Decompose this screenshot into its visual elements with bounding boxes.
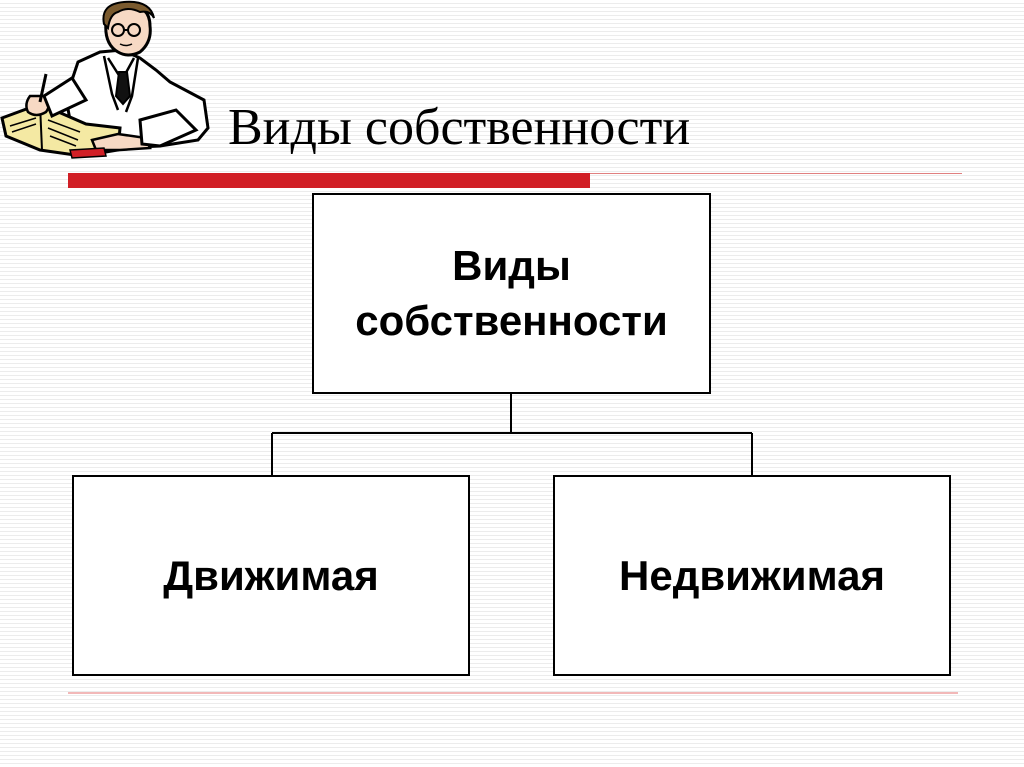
child-node-immovable-label: Недвижимая <box>619 551 885 599</box>
root-node-box: Виды собственности <box>312 193 711 394</box>
root-node-label-line2: собственности <box>355 296 668 344</box>
child-node-movable-box: Движимая <box>72 475 470 676</box>
child-node-immovable-box: Недвижимая <box>553 475 951 676</box>
scientist-writing-icon <box>0 0 210 159</box>
root-node-label-line1: Виды <box>452 241 571 289</box>
root-node-label: Виды собственности <box>355 239 668 348</box>
title-accent-bar <box>68 173 590 188</box>
child-node-movable-label: Движимая <box>163 551 379 599</box>
bottom-divider <box>68 692 958 694</box>
slide-title: Виды собственности <box>228 99 691 156</box>
title-underline <box>590 173 962 174</box>
